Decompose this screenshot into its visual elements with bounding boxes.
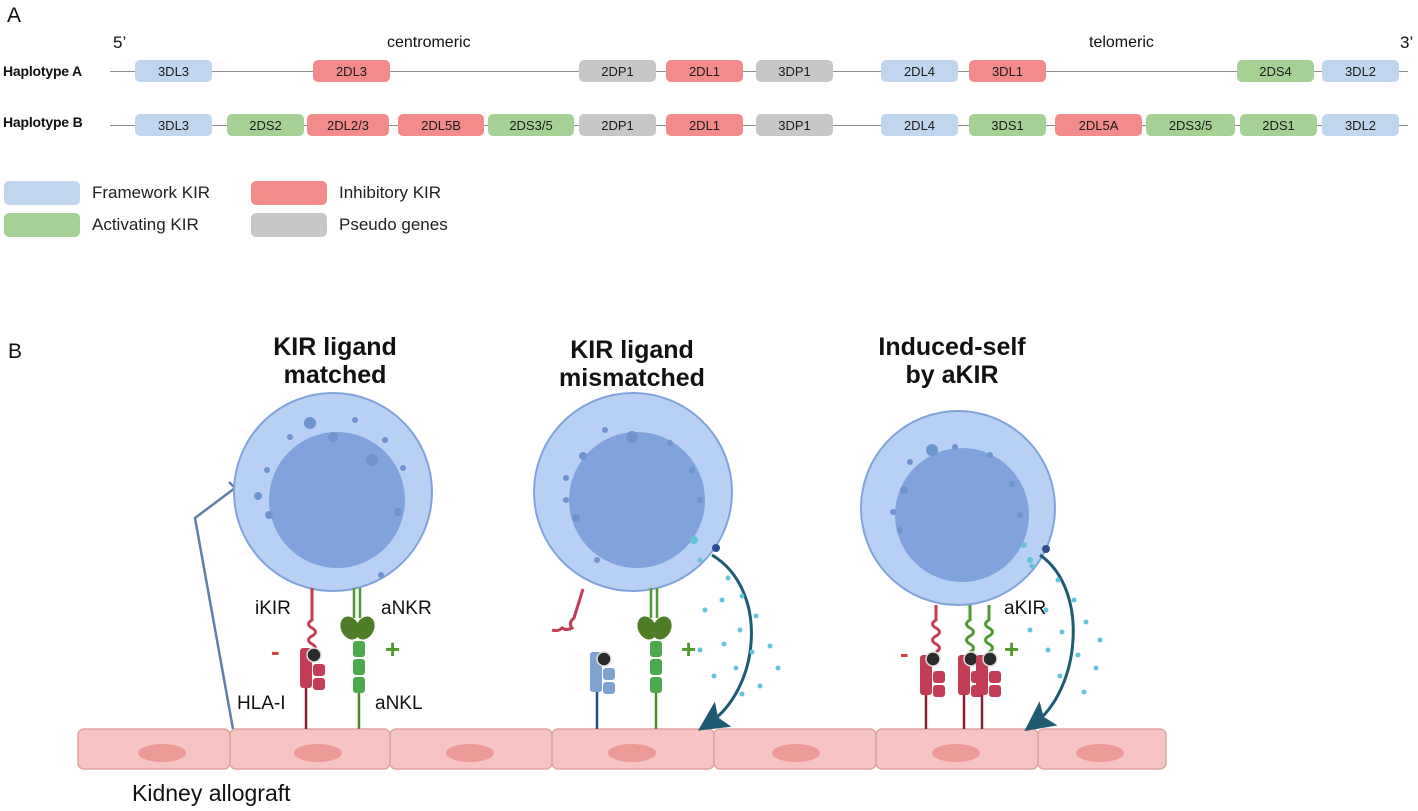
inhibitory-sign: - xyxy=(900,638,909,668)
mismatched-hla-molecule xyxy=(590,651,615,729)
tissue-nucleus xyxy=(932,744,980,762)
gene-2ds1: 2DS1 xyxy=(1240,114,1317,136)
legend-swatch-inhibitory xyxy=(251,181,327,205)
hla-i-molecule xyxy=(976,651,1001,729)
gene-3dl2: 3DL2 xyxy=(1322,60,1399,82)
nk-cell-matched xyxy=(233,392,433,592)
ankl-ligand xyxy=(353,641,365,729)
ankl-label: aNKL xyxy=(375,693,423,714)
tissue-nucleus xyxy=(608,744,656,762)
cytotoxic-arrow xyxy=(697,553,753,731)
telomeric-label: telomeric xyxy=(1089,34,1154,51)
condition-title-mismatched: KIR ligand mismatched xyxy=(522,336,742,392)
activating-sign: + xyxy=(385,634,401,664)
ankl-ligand xyxy=(650,641,662,729)
three-prime-label: 3’ xyxy=(1400,33,1414,52)
gene-2ds2: 2DS2 xyxy=(227,114,304,136)
gene-2dl5b: 2DL5B xyxy=(398,114,484,136)
condition-title-matched-line1: KIR ligand xyxy=(273,333,397,361)
tissue-nucleus xyxy=(294,744,342,762)
condition-title-matched: KIR ligand matched xyxy=(225,333,445,389)
tissue-nucleus xyxy=(1076,744,1124,762)
panel-a-letter: A xyxy=(7,4,22,27)
cytotoxic-arrow xyxy=(1024,553,1075,732)
cytotoxic-granules xyxy=(697,544,781,697)
tissue-nucleus xyxy=(446,744,494,762)
gene-2dl2-3: 2DL2/3 xyxy=(307,114,389,136)
gene-2dl1: 2DL1 xyxy=(666,60,743,82)
gene-2dp1: 2DP1 xyxy=(579,114,656,136)
nk-cell-mismatched xyxy=(533,392,733,592)
condition-title-mismatched-line1: KIR ligand xyxy=(570,336,694,364)
hla-i-label: HLA-I xyxy=(237,693,286,714)
cytotoxic-granules xyxy=(1027,545,1103,695)
panel-b-letter: B xyxy=(8,340,23,363)
legend-swatch-pseudo xyxy=(251,213,327,237)
gene-3dl3: 3DL3 xyxy=(135,60,212,82)
condition-title-induced-self-line1: Induced-self xyxy=(878,333,1026,361)
akir-label: aKIR xyxy=(1004,598,1047,619)
condition-title-mismatched-line2: mismatched xyxy=(559,364,705,392)
hla-i-molecule xyxy=(300,647,325,729)
kidney-allograft-label: Kidney allograft xyxy=(132,780,291,806)
legend-swatch-activating xyxy=(4,213,80,237)
gene-3dl3: 3DL3 xyxy=(135,114,212,136)
condition-title-matched-line2: matched xyxy=(283,361,387,389)
haplotype-b-label: Haplotype B xyxy=(3,114,83,130)
legend-label-framework: Framework KIR xyxy=(92,183,211,202)
activating-sign: + xyxy=(681,634,697,664)
condition-title-induced-self-line2: by aKIR xyxy=(905,361,999,389)
legend-label-pseudo: Pseudo genes xyxy=(339,215,448,234)
gene-2ds4: 2DS4 xyxy=(1237,60,1314,82)
inhibition-line xyxy=(193,481,242,730)
gene-2dl1: 2DL1 xyxy=(666,114,743,136)
gene-2ds3-5: 2DS3/5 xyxy=(488,114,574,136)
haplotype-a-label: Haplotype A xyxy=(3,63,82,79)
inhibitory-sign: - xyxy=(271,636,280,666)
ikir-receptor xyxy=(307,588,317,654)
kidney-tissue xyxy=(77,728,1167,770)
ikir-receptor xyxy=(931,605,941,654)
ankr-label: aNKR xyxy=(381,598,432,619)
nk-cell-induced-self xyxy=(860,410,1056,606)
centromeric-label: centromeric xyxy=(387,34,471,51)
tissue-nucleus xyxy=(138,744,186,762)
tissue-nucleus xyxy=(772,744,820,762)
gene-2dl4: 2DL4 xyxy=(881,114,958,136)
hla-i-molecule xyxy=(920,651,945,729)
five-prime-label: 5’ xyxy=(113,33,127,52)
gene-3dl1: 3DL1 xyxy=(969,60,1046,82)
gene-3dl2: 3DL2 xyxy=(1322,114,1399,136)
ikir-receptor-unbound xyxy=(551,588,585,633)
gene-3ds1: 3DS1 xyxy=(969,114,1046,136)
akir-receptors xyxy=(965,605,994,654)
gene-2ds3-5: 2DS3/5 xyxy=(1146,114,1235,136)
gene-2dl3: 2DL3 xyxy=(313,60,390,82)
legend-label-activating: Activating KIR xyxy=(92,215,199,234)
legend-label-inhibitory: Inhibitory KIR xyxy=(339,183,442,202)
ankr-receptor xyxy=(637,588,672,640)
gene-3dp1: 3DP1 xyxy=(756,114,833,136)
activating-sign: + xyxy=(1004,634,1020,664)
ankr-receptor xyxy=(340,588,375,640)
ikir-label: iKIR xyxy=(255,598,291,619)
gene-2dl5a: 2DL5A xyxy=(1055,114,1142,136)
legend-swatch-framework xyxy=(4,181,80,205)
gene-3dp1: 3DP1 xyxy=(756,60,833,82)
gene-2dp1: 2DP1 xyxy=(579,60,656,82)
condition-title-induced-self: Induced-self by aKIR xyxy=(842,333,1062,389)
gene-2dl4: 2DL4 xyxy=(881,60,958,82)
